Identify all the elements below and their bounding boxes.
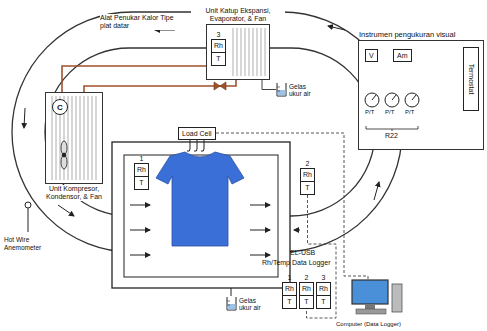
logger-subtitle: Rh/Temp Data Logger <box>262 259 330 267</box>
voltmeter-box: V <box>365 49 378 62</box>
sensor-cell: T <box>317 295 330 308</box>
sensor-cell: Rh <box>212 40 225 52</box>
load-cell-box: Load Cell <box>178 127 216 140</box>
unit-heading: Unit Kompresor, Kondensor, & Fan <box>38 185 110 201</box>
evaporator-unit: Unit Katup Ekspansi, Evaporator, & Fan3R… <box>206 24 270 80</box>
sensor-cell: T <box>212 52 225 65</box>
anemometer-probe <box>25 202 31 208</box>
measuring-glass: Gelas ukur air <box>276 82 319 97</box>
gauge-label: P/T <box>385 109 394 116</box>
rh-t-sensor: 2RhT <box>300 168 315 195</box>
sensor-cell: Rh <box>135 164 148 176</box>
beaker-icon <box>226 296 237 311</box>
anemometer-stem <box>28 208 29 232</box>
compressor-unit: Unit Kompresor, Kondensor, & FanC <box>45 92 103 184</box>
sensor-cell: Rh <box>283 283 296 295</box>
sensor-cell: Rh <box>301 169 314 181</box>
sensor-cell: T <box>300 295 313 308</box>
computer-label: Computer (Data Logger) <box>336 321 401 328</box>
anemometer-label: Hot Wire Anemometer <box>4 236 54 251</box>
ammeter-box: Am <box>393 49 412 62</box>
beaker-icon <box>276 82 287 97</box>
glass-label: Gelas ukur air <box>289 83 319 97</box>
sensor-cell: T <box>301 181 314 194</box>
callout-number: 2 <box>301 160 314 168</box>
thermostat-box: Termostat <box>463 47 479 111</box>
unit-heading: Unit Katup Ekspansi, Evaporator, & Fan <box>191 7 285 23</box>
t-shirt <box>156 152 244 246</box>
logger-channel: 3RhT <box>316 282 331 309</box>
box-label: Am <box>397 52 408 59</box>
logger-channel: 1RhT <box>282 282 297 309</box>
glass-label: Gelas ukur air <box>239 297 269 311</box>
expansion-valve <box>214 82 226 90</box>
logger-title: EL-USB <box>290 249 315 257</box>
compressor-symbol: C <box>52 99 68 115</box>
refrigerant-label: R22 <box>385 132 398 140</box>
pressure-gauges <box>365 93 419 107</box>
callout-number: 2 <box>300 274 313 282</box>
sensor-cell: T <box>283 295 296 308</box>
drain-pipe <box>231 288 232 296</box>
heat-exchanger-label: Alat Penukar Kalor Tipe plat datar <box>100 14 178 30</box>
compressor-letter: C <box>57 103 63 112</box>
drain-line <box>262 80 276 90</box>
load-cell-signal <box>216 133 368 279</box>
gauge-label: P/T <box>405 109 414 116</box>
box-label: V <box>369 52 374 59</box>
callout-number: 3 <box>317 274 330 282</box>
instrument-panel: Instrumen pengukuran visualVAmTermostat <box>358 40 484 150</box>
callout-number: 1 <box>135 155 148 163</box>
r22-bracket <box>366 126 418 131</box>
box-label: Load Cell <box>182 130 212 137</box>
thermostat-label: Termostat <box>468 64 475 95</box>
sensor-cell: Rh <box>300 283 313 295</box>
sensor-cell: T <box>135 176 148 189</box>
rh-t-sensor: 1RhT <box>134 163 149 190</box>
duct-outer <box>12 12 402 252</box>
measuring-glass: Gelas ukur air <box>226 296 269 311</box>
sensor-cell: Rh <box>317 283 330 295</box>
gauge-label: P/T <box>365 109 374 116</box>
rh-t-sensor: 3RhT <box>211 39 226 66</box>
panel-heading: Instrumen pengukuran visual <box>359 30 455 39</box>
callout-number: 1 <box>283 274 296 282</box>
logger-channel: 2RhT <box>299 282 314 309</box>
panel-ground <box>358 40 484 150</box>
computer-icon <box>352 280 402 314</box>
callout-number: 3 <box>212 31 225 39</box>
drying-chamber <box>112 142 290 288</box>
load-cell-hooks <box>187 139 204 151</box>
